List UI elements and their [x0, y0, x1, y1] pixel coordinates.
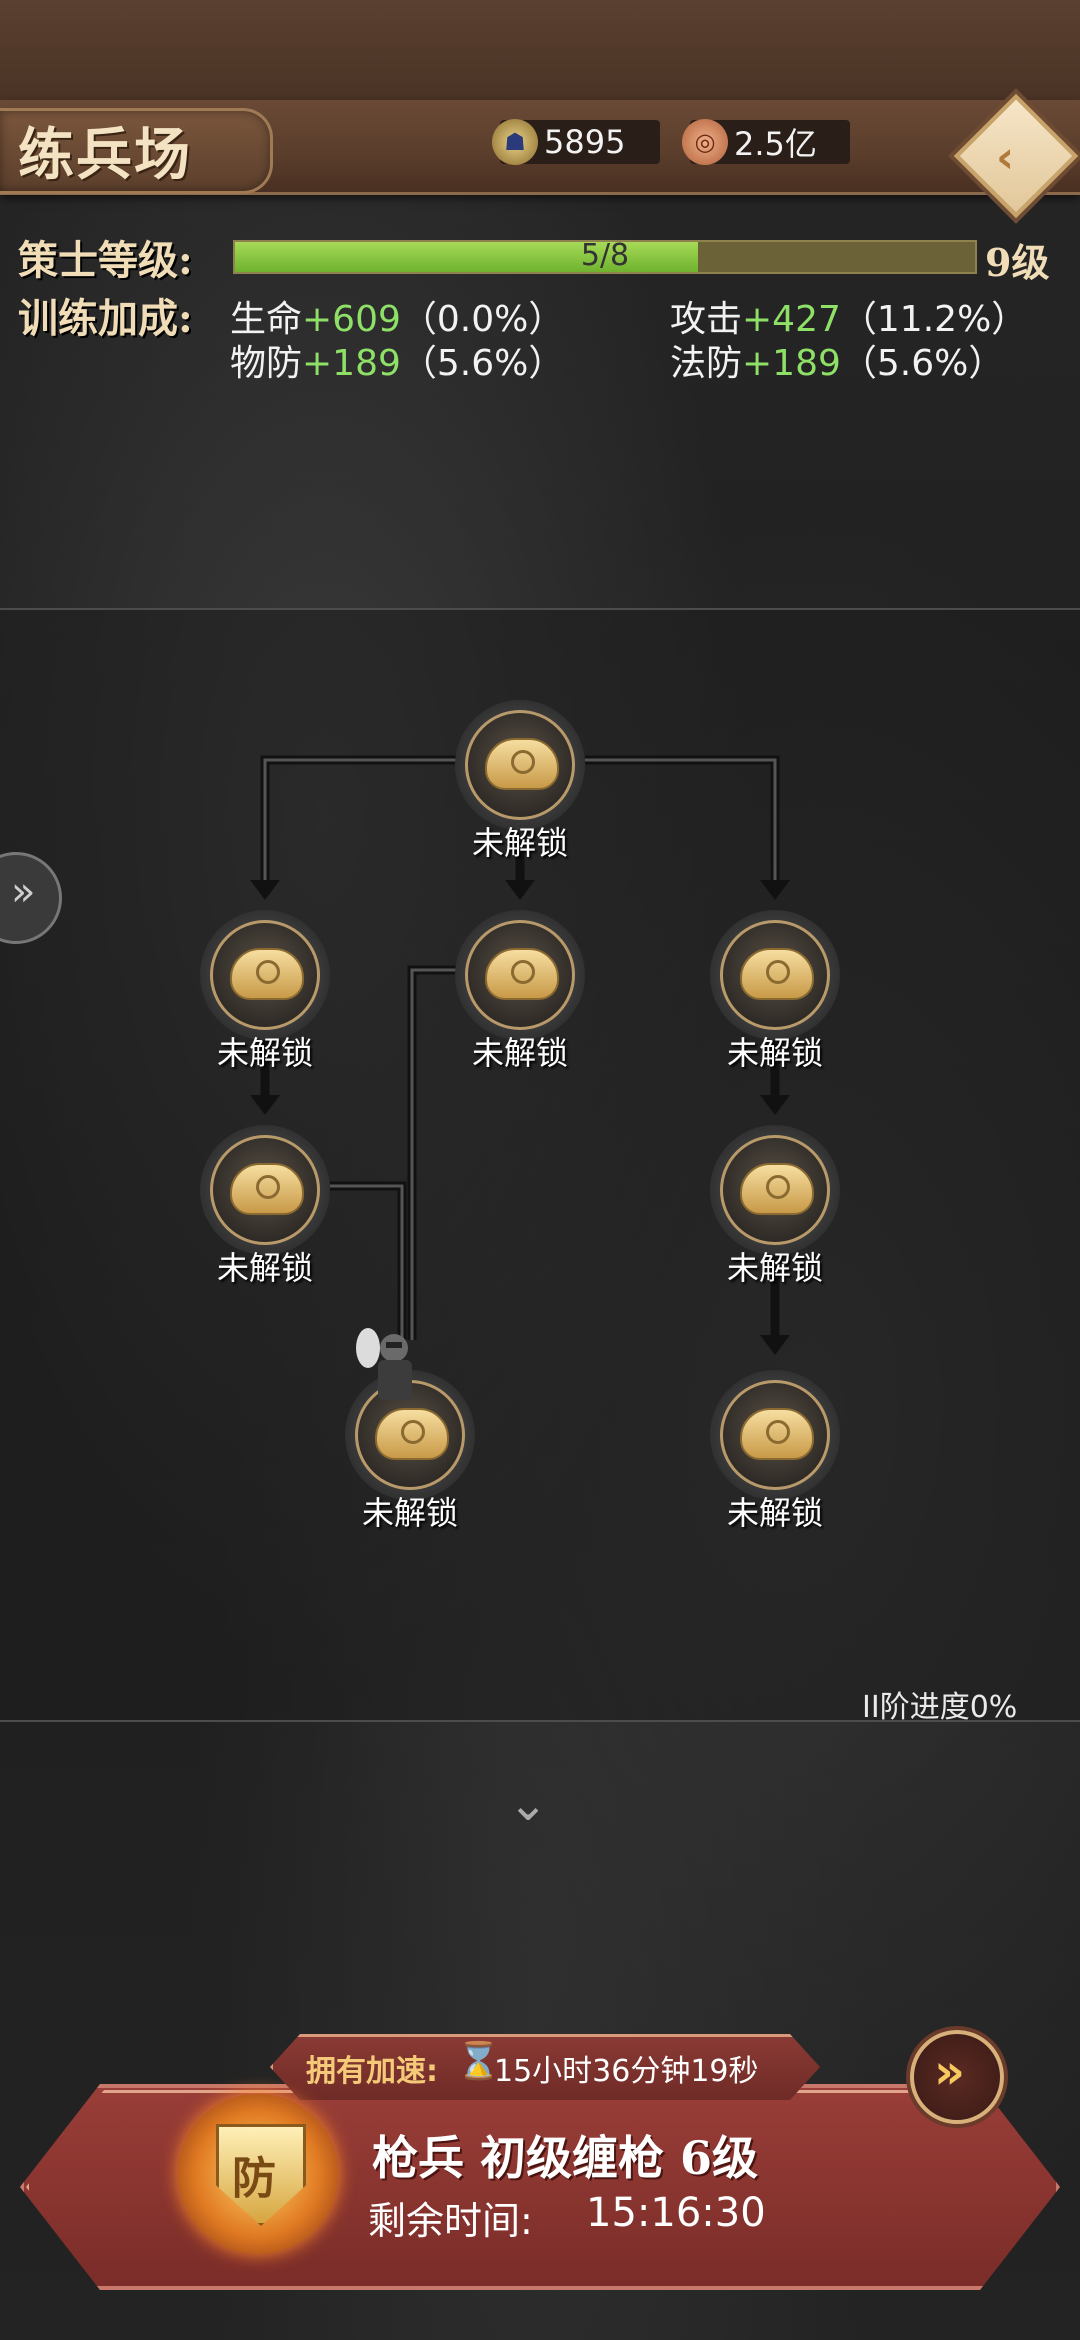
skill-node-center-1[interactable] [455, 910, 585, 1040]
lock-emblem-icon [740, 1163, 814, 1215]
skill-node-center-1-label: 未解锁 [471, 1034, 568, 1072]
title-plate [0, 108, 273, 194]
currency-copper[interactable]: ◎ 2.5亿 [682, 119, 850, 165]
skill-node-right-3-label: 未解锁 [726, 1494, 823, 1532]
medal-token-icon: ☗ [492, 119, 538, 165]
skill-node-left-1-label: 未解锁 [216, 1034, 313, 1072]
currency-medal-value: 5895 [544, 123, 626, 161]
training-title: 枪兵 初级缠枪 6级 [372, 2131, 759, 2185]
soldier-figure-icon [356, 1328, 412, 1400]
bonus-mdef-percent: （5.6%） [840, 343, 1005, 384]
currency-copper-value: 2.5亿 [734, 125, 817, 163]
skill-node-left-2-label: 未解锁 [216, 1249, 313, 1287]
tier-progress: II阶进度0% [862, 1690, 1018, 1725]
bonus-mdef-name: 法防 [670, 343, 743, 384]
level-label: 策士等级: [18, 237, 193, 284]
status-strip [0, 0, 1080, 100]
skill-node-right-2[interactable] [710, 1125, 840, 1255]
skill-node-root[interactable] [455, 700, 585, 830]
speedup-label: 拥有加速: [306, 2054, 438, 2089]
lock-emblem-icon [230, 1163, 304, 1215]
speedup-button[interactable]: » [910, 2030, 1004, 2124]
bonus-pdef-name: 物防 [230, 343, 303, 384]
level-progress-text: 5/8 [580, 238, 630, 273]
back-button[interactable]: ‹ [953, 93, 1079, 219]
defense-unit-badge: 防 [178, 2094, 338, 2254]
skill-node-left-2[interactable] [200, 1125, 330, 1255]
skill-node-center-2-label: 未解锁 [361, 1494, 458, 1532]
skill-node-right-1[interactable] [710, 910, 840, 1040]
lock-emblem-icon [485, 948, 559, 1000]
skill-node-right-2-label: 未解锁 [726, 1249, 823, 1287]
bonus-label: 训练加成: [18, 295, 193, 342]
bonus-magic-defense: 法防+189（5.6%） [670, 334, 1004, 386]
bonus-attack-percent: （11.2%） [840, 299, 1028, 340]
skill-node-right-3[interactable] [710, 1370, 840, 1500]
bonus-pdef-percent: （5.6%） [400, 343, 565, 384]
bonus-attack: 攻击+427（11.2%） [670, 290, 1027, 342]
copper-coin-icon: ◎ [682, 119, 728, 165]
target-level: 9级 [985, 240, 1050, 285]
speedup-time: 15小时36分钟19秒 [494, 2054, 759, 2089]
bonus-hp-percent: （0.0%） [400, 299, 565, 340]
skill-node-left-1[interactable] [200, 910, 330, 1040]
bonus-attack-name: 攻击 [670, 299, 743, 340]
speedup-tab [270, 2034, 820, 2100]
bonus-pdef-value: +189 [302, 343, 401, 384]
currency-medal[interactable]: ☗ 5895 [492, 119, 660, 165]
back-arrow-icon: ‹ [996, 132, 1015, 183]
skill-node-right-1-label: 未解锁 [726, 1034, 823, 1072]
hourglass-icon: ⌛ [456, 2041, 501, 2082]
level-progress-fill [235, 242, 698, 272]
double-chevron-right-icon: » [11, 869, 36, 915]
lock-emblem-icon [485, 738, 559, 790]
remaining-time-label: 剩余时间: [368, 2199, 533, 2243]
remaining-time-value: 15:16:30 [586, 2190, 766, 2236]
bonus-attack-value: +427 [742, 299, 841, 340]
bonus-hp-value: +609 [302, 299, 401, 340]
lock-emblem-icon [740, 1408, 814, 1460]
bonus-hp-name: 生命 [230, 299, 303, 340]
lock-emblem-icon [740, 948, 814, 1000]
bonus-mdef-value: +189 [742, 343, 841, 384]
scroll-down-chevron-icon[interactable]: ⌄ [508, 1776, 549, 1832]
badge-character: 防 [232, 2153, 276, 2204]
skill-node-root-label: 未解锁 [471, 824, 568, 862]
level-progress-bar: 5/8 [233, 238, 977, 274]
page-title: 练兵场 [18, 122, 192, 188]
bonus-physical-defense: 物防+189（5.6%） [230, 334, 564, 386]
lock-emblem-icon [375, 1408, 449, 1460]
fast-forward-icon: » [934, 2044, 966, 2100]
bonus-hp: 生命+609（0.0%） [230, 290, 564, 342]
lock-emblem-icon [230, 948, 304, 1000]
